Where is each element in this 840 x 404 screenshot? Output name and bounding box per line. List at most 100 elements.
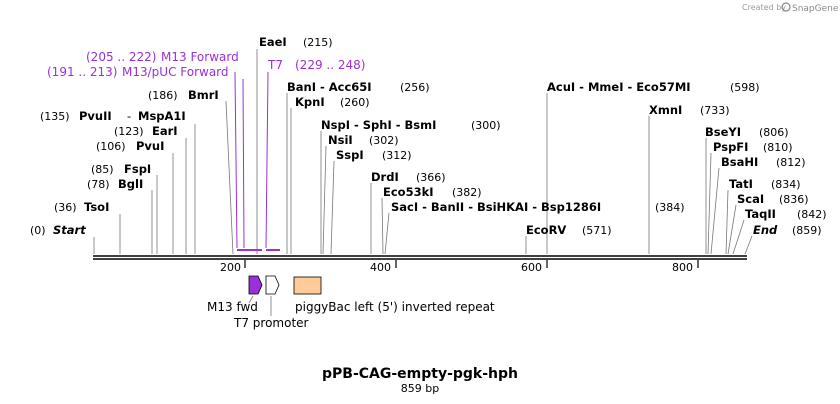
site-xmni-label[interactable]: XmnI — [649, 103, 682, 117]
leader-bsahi — [710, 167, 720, 255]
site-mspa1i-label[interactable]: MspA1I — [138, 109, 186, 123]
site-bseyi-label[interactable]: BseYI — [705, 125, 741, 139]
piggybac-label: piggyBac left (5') inverted repeat — [295, 300, 495, 314]
site-bsahi-pos: (812) — [776, 156, 806, 169]
primer-marks — [234, 71, 280, 251]
t7-promoter-feature[interactable] — [265, 275, 280, 295]
site-start-label[interactable]: Start — [53, 223, 86, 237]
site-bmri-pos: (186) — [148, 89, 178, 102]
site-saci-pos: (384) — [655, 201, 685, 214]
site-eaei-pos: (215) — [303, 36, 333, 49]
snapgene-logo: SnapGene — [781, 2, 839, 14]
site-start-pos: (0) — [30, 224, 46, 237]
piggybac-feature[interactable] — [293, 276, 322, 295]
site-bmri-label[interactable]: BmrI — [188, 88, 219, 102]
site-nsii-pos: (302) — [369, 134, 399, 147]
leader-t7 — [265, 71, 269, 249]
site-end-pos: (859) — [792, 224, 822, 237]
primer-t7-label[interactable]: T7 — [267, 58, 283, 72]
site-nsii-label[interactable]: NsiI — [328, 133, 353, 147]
site-eco53ki-pos: (382) — [452, 186, 482, 199]
tick-label-800: 800 — [672, 261, 693, 274]
site-sspi-label[interactable]: SspI — [336, 148, 364, 162]
site-fspi-label[interactable]: FspI — [124, 162, 151, 176]
site-bseyi-pos: (806) — [759, 126, 789, 139]
site-acui-label[interactable]: AcuI - MmeI - Eco57MI — [547, 80, 691, 94]
leader-taqii — [732, 219, 745, 255]
site-ecorv-label[interactable]: EcoRV — [526, 223, 566, 237]
site-tati-pos: (834) — [771, 178, 801, 191]
leader-tati — [725, 189, 729, 255]
site-fspi-pos: (85) — [91, 163, 114, 176]
site-acui-pos: (598) — [730, 81, 760, 94]
site-pspfi-pos: (810) — [763, 141, 793, 154]
tick-label-600: 600 — [521, 261, 542, 274]
site-tati-label[interactable]: TatI — [729, 177, 753, 191]
m13-fwd-label: M13 fwd — [207, 300, 258, 314]
site-bani-label[interactable]: BanI - Acc65I — [287, 80, 372, 94]
site-pvuii-label[interactable]: PvuII — [79, 109, 112, 123]
sep-pvuii: - — [127, 109, 131, 123]
site-taqii-label[interactable]: TaqII — [745, 207, 776, 221]
tick-label-200: 200 — [220, 261, 241, 274]
leader-m13-fwd-feature — [248, 295, 254, 304]
site-nspi-pos: (300) — [471, 119, 501, 132]
site-eco53ki-label[interactable]: Eco53kI — [383, 185, 434, 199]
site-bsahi-label[interactable]: BsaHI — [721, 155, 758, 169]
site-pvui-pos: (106) — [96, 140, 126, 153]
leader-m13-puc — [242, 78, 245, 249]
site-drdi-pos: (366) — [416, 171, 446, 184]
primer-t7-range: (229 .. 248) — [295, 58, 365, 72]
site-bgli-label[interactable]: BglI — [118, 177, 143, 191]
site-scai-label[interactable]: ScaI — [737, 192, 764, 206]
leader-bmri — [225, 100, 234, 255]
site-pspfi-label[interactable]: PspFI — [713, 140, 748, 154]
leader-end — [744, 235, 753, 255]
site-ecorv-pos: (571) — [582, 224, 612, 237]
leader-sspi — [330, 160, 335, 255]
t7-promoter-label: T7 promoter — [233, 316, 309, 330]
site-nspi-label[interactable]: NspI - SphI - BsmI — [321, 118, 436, 132]
site-tsoi-label[interactable]: TsoI — [84, 200, 109, 214]
leader-scai — [727, 204, 737, 255]
site-saci-label[interactable]: SacI - BanII - BsiHKAI - Bsp1286I — [391, 200, 601, 214]
site-tsoi-pos: (36) — [54, 201, 77, 214]
features-track: M13 fwd T7 promoter piggyBac left (5') i… — [207, 275, 495, 330]
map-length: 859 bp — [401, 382, 439, 395]
primer-labels: (205 .. 222) M13 Forward (191 .. 213) M1… — [47, 50, 365, 79]
site-eaei-label[interactable]: EaeI — [259, 35, 287, 49]
credit-text: Created by — [742, 3, 786, 12]
snapgene-logo-icon — [781, 2, 791, 12]
site-eari-label[interactable]: EarI — [152, 124, 178, 138]
tick-label-400: 400 — [370, 261, 391, 274]
site-taqii-pos: (842) — [797, 208, 827, 221]
primer-m13-puc-label[interactable]: M13/pUC Forward — [122, 65, 229, 79]
site-scai-pos: (836) — [779, 193, 809, 206]
leader-m13-forward — [234, 71, 238, 249]
site-eari-pos: (123) — [114, 125, 144, 138]
site-kpni-label[interactable]: KpnI — [295, 95, 325, 109]
leader-eco53ki — [381, 197, 384, 255]
primer-m13-forward-range: (205 .. 222) — [86, 50, 156, 64]
site-end-label[interactable]: End — [753, 223, 778, 237]
site-leader-lines — [93, 49, 753, 255]
snapgene-brand: SnapGene — [792, 4, 839, 14]
site-bani-pos: (256) — [400, 81, 430, 94]
leader-pspfi — [707, 152, 712, 255]
site-bgli-pos: (78) — [87, 178, 110, 191]
site-pvui-label[interactable]: PvuI — [136, 139, 164, 153]
map-title: pPB-CAG-empty-pgk-hph — [322, 366, 518, 382]
m13-fwd-feature[interactable] — [248, 275, 263, 295]
primer-m13-forward-label[interactable]: M13 Forward — [161, 50, 239, 64]
site-sspi-pos: (312) — [382, 149, 412, 162]
primer-m13-puc-range: (191 .. 213) — [47, 65, 117, 79]
ruler: 200 400 600 800 — [220, 260, 699, 274]
site-kpni-pos: (260) — [340, 96, 370, 109]
site-pvuii-pos: (135) — [40, 110, 70, 123]
site-drdi-label[interactable]: DrdI — [371, 170, 399, 184]
leader-saci — [384, 212, 390, 255]
restriction-site-labels: (0) Start (36) TsoI (78) BglI (85) FspI … — [30, 35, 827, 237]
site-xmni-pos: (733) — [700, 104, 730, 117]
